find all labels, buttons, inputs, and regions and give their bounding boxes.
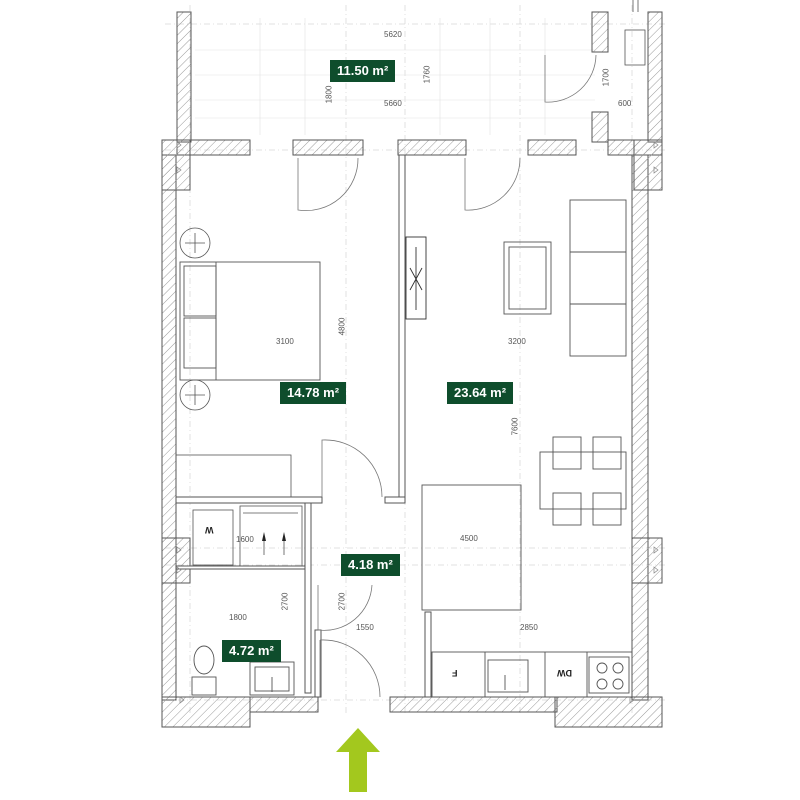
dim-bedroom-width: 3100 (276, 337, 294, 346)
sofa-icon (503, 199, 627, 357)
sink-icon (249, 661, 295, 696)
dim-kitchen-width: 2850 (520, 623, 538, 632)
dim-bath-depth: 2700 (280, 592, 290, 611)
entrance-arrow-icon (336, 728, 380, 792)
dishwasher-label: DW (557, 668, 572, 678)
dim-balcony-side-depth: 1700 (601, 68, 611, 87)
dim-living-depth: 7600 (510, 417, 520, 436)
dining-table-icon (421, 436, 627, 611)
fridge-label: F (452, 668, 458, 678)
dim-balcony-width-inner: 5660 (384, 99, 402, 108)
dim-bath-width: 1800 (229, 613, 247, 622)
bathroom-area-badge: 4.72 m² (222, 640, 281, 662)
bedroom-desk (175, 454, 292, 498)
dim-bedroom-depth: 4800 (337, 317, 347, 336)
closet (192, 505, 303, 567)
dim-hall-inner-width: 1550 (356, 623, 374, 632)
dim-balcony-depth-right: 1760 (422, 65, 432, 84)
lamp-icon (179, 227, 211, 411)
dim-living-width: 3200 (508, 337, 526, 346)
wardrobe-label: W (205, 525, 214, 535)
hall-area-badge: 4.18 m² (341, 554, 400, 576)
tv-icon (405, 236, 427, 320)
door-swing-icon (297, 54, 597, 698)
dim-hall-depth: 2700 (337, 592, 347, 611)
living-area-badge: 23.64 m² (447, 382, 514, 404)
grid-lines (165, 5, 665, 715)
balcony-cabinet (624, 0, 646, 66)
bed-icon (179, 261, 321, 381)
walls (161, 11, 663, 728)
partitions (175, 154, 432, 698)
dim-hall-width: 4500 (460, 534, 478, 543)
kitchen-counter (431, 651, 633, 698)
bedroom-area-badge: 14.78 m² (280, 382, 347, 404)
balcony-area-badge: 11.50 m² (330, 60, 396, 82)
toilet-icon (191, 645, 217, 696)
dim-closet-width: 1600 (236, 535, 254, 544)
dim-balcony-width-outer: 5620 (384, 30, 402, 39)
dim-balcony-side-width: 600 (618, 99, 632, 108)
stove-icon (588, 656, 630, 694)
dim-balcony-depth-left: 1800 (324, 85, 334, 104)
section-markers (176, 141, 659, 704)
